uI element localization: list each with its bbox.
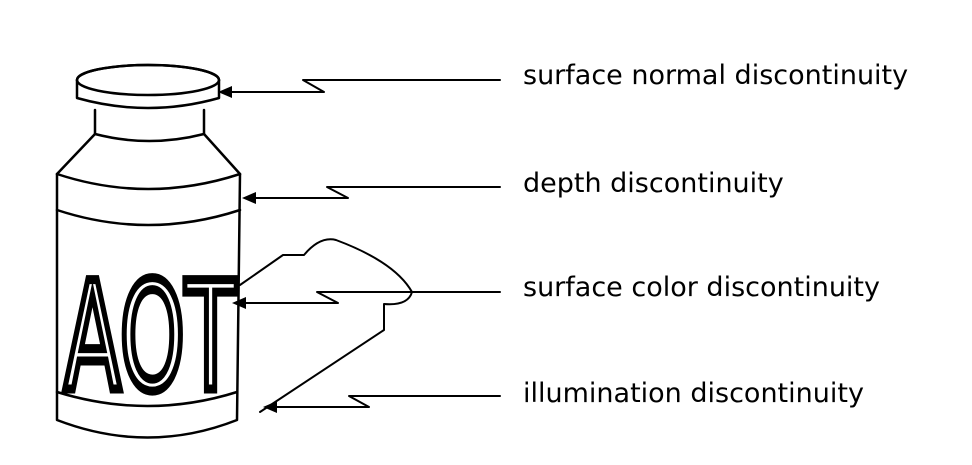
- arrowhead-icon: [263, 401, 277, 413]
- bottle-shoulder: [55, 132, 242, 191]
- arrow-depth: [251, 186, 501, 199]
- bottle-lettering: AOT: [64, 251, 237, 425]
- label-surface-color: surface color discontinuity: [523, 272, 880, 303]
- arrow-illumination: [272, 395, 501, 408]
- arrow-surface-normal: [227, 79, 501, 93]
- arrowhead-icon: [218, 86, 232, 98]
- arrowhead-icon: [232, 297, 246, 309]
- label-surface-normal: surface normal discontinuity: [523, 60, 909, 91]
- bottle-cap: [75, 63, 221, 110]
- bottle-body: [55, 172, 242, 439]
- shadow-region: [239, 238, 413, 413]
- arrow-heads: [218, 86, 277, 413]
- label-illumination: illumination discontinuity: [523, 378, 864, 409]
- arrow-surface-color: [241, 291, 501, 304]
- arrowhead-icon: [242, 192, 256, 204]
- pointer-arrows: [227, 79, 501, 408]
- bottle-neck: [93, 108, 206, 143]
- label-depth: depth discontinuity: [523, 168, 784, 199]
